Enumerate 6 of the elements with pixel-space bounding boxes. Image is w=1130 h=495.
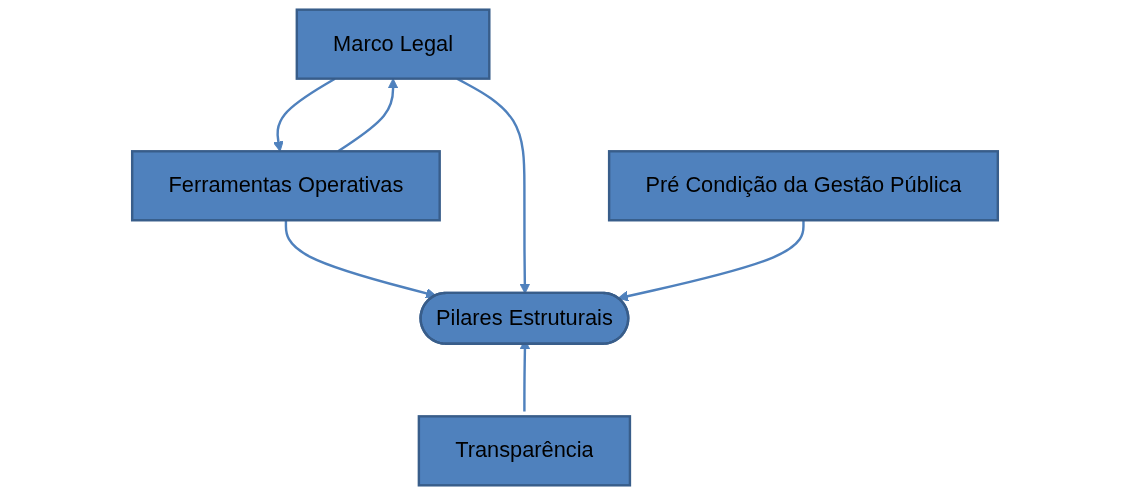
arrow — [617, 220, 805, 302]
node-box: Pré Condição da Gestão Pública — [607, 150, 1000, 222]
node-box: Ferramentas Operativas — [130, 150, 441, 222]
node-box: Marco Legal — [295, 8, 491, 80]
arrow — [284, 220, 437, 299]
node-box: Transparência — [417, 415, 632, 487]
